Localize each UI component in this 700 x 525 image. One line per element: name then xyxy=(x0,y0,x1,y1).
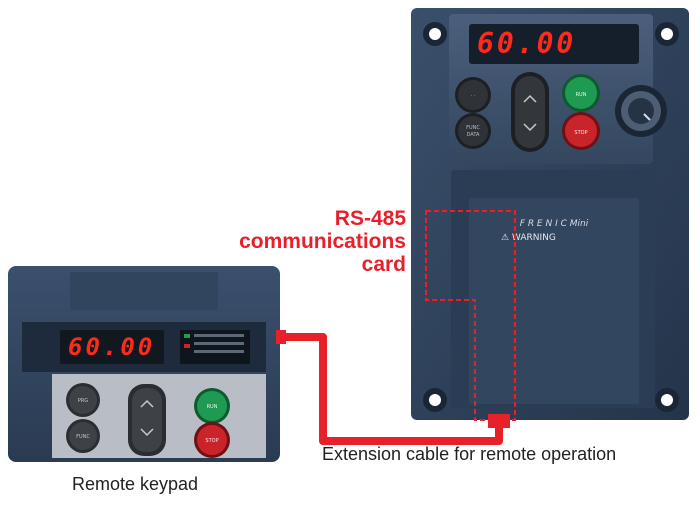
keypad-up-arrow-icon xyxy=(140,399,154,408)
svg-text:RUN: RUN xyxy=(207,404,218,410)
svg-text:· ·: · · xyxy=(471,93,476,99)
stop-button[interactable]: STOP xyxy=(562,112,600,150)
mount-hole xyxy=(655,22,679,46)
keypad-display-value: 60.00 xyxy=(68,333,156,361)
svg-text:STOP: STOP xyxy=(574,130,587,136)
keypad-down-arrow-icon xyxy=(140,428,154,437)
warning-heading: ⚠ WARNING xyxy=(501,233,556,243)
keypad-up-down-keys[interactable] xyxy=(128,384,166,456)
keypad-body: PRG FUNC RUN STOP xyxy=(8,266,280,462)
keypad-func-button[interactable]: FUNC xyxy=(66,419,100,453)
potentiometer-knob[interactable] xyxy=(615,85,667,137)
warning-label xyxy=(469,198,639,404)
inverter-display-value: 60.00 xyxy=(477,27,577,60)
keypad-run-button[interactable]: RUN xyxy=(194,388,230,424)
rs485-label-line-3: card xyxy=(361,253,406,276)
prg-button[interactable]: · · xyxy=(455,77,491,113)
keypad-display xyxy=(60,330,164,364)
rs485-card-label: RS-485 communications card xyxy=(200,207,406,276)
svg-text:FUNC: FUNC xyxy=(466,125,480,131)
remote-keypad-unit: PRG FUNC RUN STOP 60.00 xyxy=(8,266,280,462)
mount-hole xyxy=(655,388,679,412)
up-arrow-icon xyxy=(523,94,537,103)
keypad-stop-button[interactable]: STOP xyxy=(194,422,230,458)
keypad-prg-button[interactable]: PRG xyxy=(66,383,100,417)
svg-text:DATA: DATA xyxy=(467,132,480,138)
func-data-button[interactable]: FUNC DATA xyxy=(455,113,491,149)
svg-text:F R E N I C Mini: F R E N I C Mini xyxy=(520,219,589,229)
run-button[interactable]: RUN xyxy=(562,74,600,112)
svg-text:RUN: RUN xyxy=(576,92,587,98)
extension-cable-label: Extension cable for remote operation xyxy=(322,444,617,464)
rs485-label-line-1: RS-485 xyxy=(334,207,406,230)
svg-text:FUNC: FUNC xyxy=(76,434,90,440)
svg-text:STOP: STOP xyxy=(205,438,218,444)
mount-hole xyxy=(423,22,447,46)
down-arrow-icon xyxy=(523,123,537,132)
rs485-label-line-2: communications xyxy=(239,230,406,253)
inverter-display xyxy=(469,24,639,64)
remote-keypad-label: Remote keypad xyxy=(72,474,199,494)
svg-text:PRG: PRG xyxy=(78,398,88,404)
up-down-keys[interactable] xyxy=(511,72,549,152)
rs485-card-outline xyxy=(425,210,516,421)
